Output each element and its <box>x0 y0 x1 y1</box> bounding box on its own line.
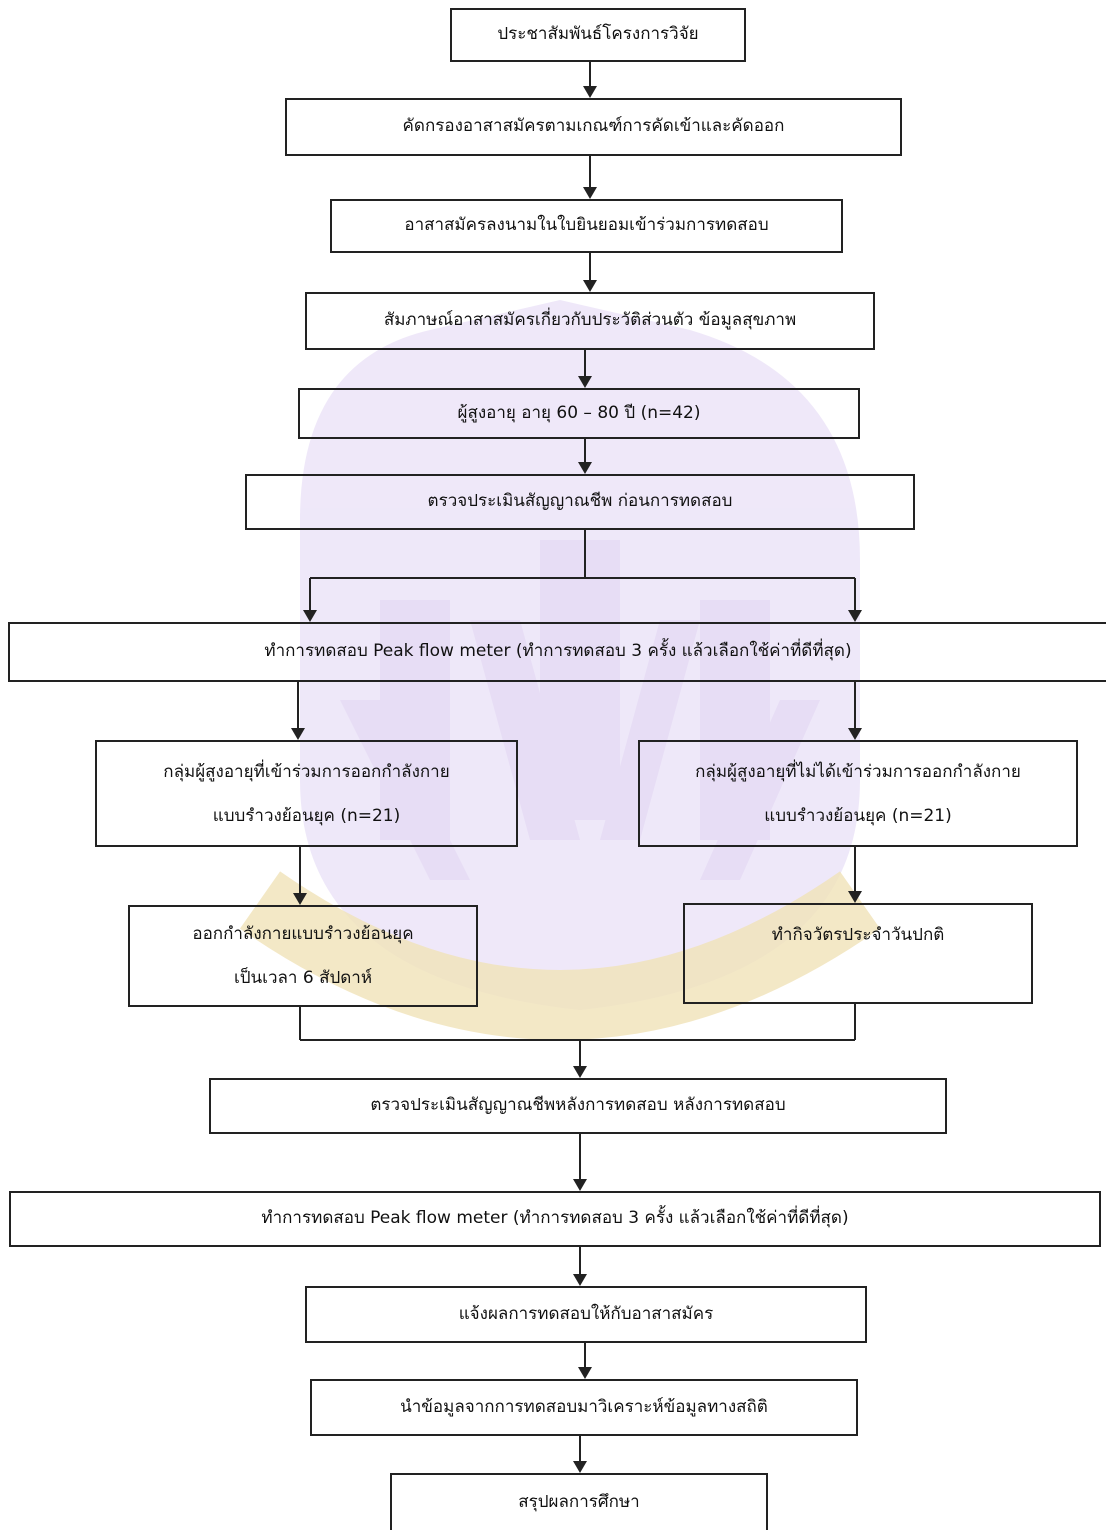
node-elderly-sample: ผู้สูงอายุ อายุ 60 – 80 ปี (n=42) <box>298 388 860 439</box>
arrow-3-head <box>583 280 597 292</box>
arrow-4-head <box>578 376 592 388</box>
node-interview-label: สัมภาษณ์อาสาสมัครเกี่ยวกับประวัติส่วนตัว… <box>383 310 797 331</box>
node-interview: สัมภาษณ์อาสาสมัครเกี่ยวกับประวัติส่วนตัว… <box>305 292 875 350</box>
node-analysis-label: นำข้อมูลจากการทดสอบมาวิเคราะห์ข้อมูลทางส… <box>400 1396 768 1417</box>
arrow-left-intervention-head <box>293 893 307 905</box>
node-control-group-label-1: กลุ่มผู้สูงอายุที่ไม่ได้เข้าร่วมการออกกำ… <box>695 761 1021 782</box>
arrow-right-peak-head <box>848 610 862 622</box>
arrow-2-head <box>583 187 597 199</box>
node-exercise-group-label-2: แบบรำวงย้อนยุค (n=21) <box>212 805 401 826</box>
node-vitals-pre-label: ตรวจประเมินสัญญาณชีพ ก่อนการทดสอบ <box>427 491 733 512</box>
arrow-8-head <box>573 1274 587 1286</box>
node-peakflow-post-label: ทำการทดสอบ Peak flow meter (ทำการทดสอบ 3… <box>261 1208 849 1229</box>
node-exercise-group-label-1: กลุ่มผู้สูงอายุที่เข้าร่วมการออกกำลังกาย <box>163 761 450 782</box>
node-consent-label: อาสาสมัครลงนามในใบยินยอมเข้าร่วมการทดสอบ <box>404 215 769 236</box>
arrow-10-head <box>573 1461 587 1473</box>
node-publicize-label: ประชาสัมพันธ์โครงการวิจัย <box>497 24 699 45</box>
node-control-group-label-2: แบบรำวงย้อนยุค (n=21) <box>764 805 952 826</box>
node-vitals-post: ตรวจประเมินสัญญาณชีพหลังการทดสอบ หลังการ… <box>209 1078 947 1134</box>
node-peakflow-pre-label: ทำการทดสอบ Peak flow meter (ทำการทดสอบ 3… <box>264 641 852 662</box>
node-conclusion: สรุปผลการศึกษา <box>390 1473 768 1530</box>
node-peakflow-post: ทำการทดสอบ Peak flow meter (ทำการทดสอบ 3… <box>9 1191 1101 1247</box>
arrow-9-head <box>578 1367 592 1379</box>
node-elderly-sample-label: ผู้สูงอายุ อายุ 60 – 80 ปี (n=42) <box>457 402 701 423</box>
node-analysis: นำข้อมูลจากการทดสอบมาวิเคราะห์ข้อมูลทางส… <box>310 1379 858 1436</box>
node-report-results-label: แจ้งผลการทดสอบให้กับอาสาสมัคร <box>458 1303 714 1324</box>
arrow-right-routine-head <box>848 891 862 903</box>
node-daily-routine-label: ทำกิจวัตรประจำวันปกติ <box>771 925 945 945</box>
node-exercise-intervention: ออกกำลังกายแบบรำวงย้อนยุค เป็นเวลา 6 สัป… <box>128 905 478 1007</box>
arrow-merge-head <box>573 1066 587 1078</box>
node-screening-label: คัดกรองอาสาสมัครตามเกณฑ์การคัดเข้าและคัด… <box>402 116 785 137</box>
node-screening: คัดกรองอาสาสมัครตามเกณฑ์การคัดเข้าและคัด… <box>285 98 902 156</box>
node-exercise-intervention-label-2: เป็นเวลา 6 สัปดาห์ <box>233 968 373 988</box>
node-exercise-group: กลุ่มผู้สูงอายุที่เข้าร่วมการออกกำลังกาย… <box>95 740 518 847</box>
arrow-right-group-head <box>848 728 862 740</box>
arrow-1-head <box>583 86 597 98</box>
arrow-7-head <box>573 1179 587 1191</box>
node-peakflow-pre: ทำการทดสอบ Peak flow meter (ทำการทดสอบ 3… <box>8 622 1106 682</box>
node-control-group: กลุ่มผู้สูงอายุที่ไม่ได้เข้าร่วมการออกกำ… <box>638 740 1078 847</box>
node-consent: อาสาสมัครลงนามในใบยินยอมเข้าร่วมการทดสอบ <box>330 199 843 253</box>
arrow-left-group-head <box>291 728 305 740</box>
arrow-5-head <box>578 462 592 474</box>
node-daily-routine: ทำกิจวัตรประจำวันปกติ <box>683 903 1033 1004</box>
node-vitals-pre: ตรวจประเมินสัญญาณชีพ ก่อนการทดสอบ <box>245 474 915 530</box>
node-report-results: แจ้งผลการทดสอบให้กับอาสาสมัคร <box>305 1286 867 1343</box>
arrow-left-peak-head <box>303 610 317 622</box>
node-conclusion-label: สรุปผลการศึกษา <box>518 1491 640 1512</box>
node-exercise-intervention-label-1: ออกกำลังกายแบบรำวงย้อนยุค <box>192 924 414 944</box>
node-publicize: ประชาสัมพันธ์โครงการวิจัย <box>450 8 746 62</box>
node-vitals-post-label: ตรวจประเมินสัญญาณชีพหลังการทดสอบ หลังการ… <box>370 1095 786 1116</box>
